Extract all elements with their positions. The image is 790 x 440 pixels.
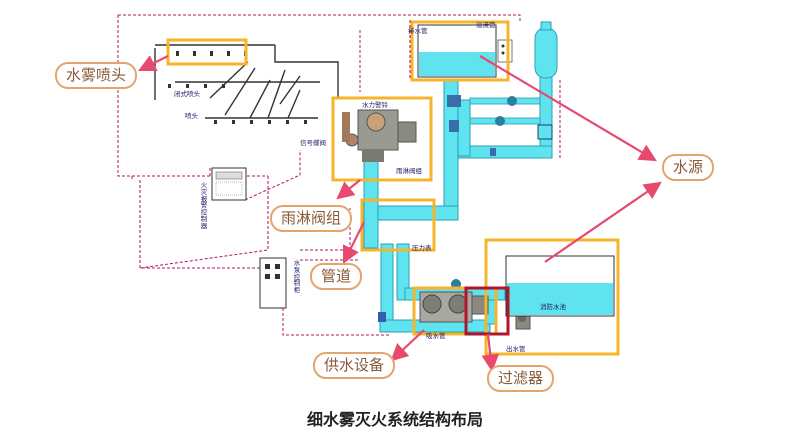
top-manifold [447, 95, 553, 156]
callout-supply-equipment: 供水设备 [313, 352, 396, 379]
label-water-outlet: 出水管 [506, 345, 526, 353]
callout-pipeline: 管道 [310, 263, 363, 290]
highlight-frames [166, 20, 620, 356]
nozzle-frame [166, 38, 248, 66]
label-open-sprinkler: 喷头 [185, 112, 198, 120]
top-tank [417, 24, 513, 78]
callout-deluge-valve-group: 雨淋阀组 [270, 205, 353, 232]
deluge-valve-frame [331, 96, 433, 182]
pressure-vessel [534, 21, 558, 79]
control-panels [211, 167, 287, 309]
label-fire-panel: 火灾报警控制器 [200, 181, 208, 230]
pool-frame [484, 238, 620, 356]
fire-water-pool [505, 255, 615, 317]
label-fire-water-tank: 消防水池 [540, 303, 566, 311]
label-pump-intake: 吸水管 [426, 332, 446, 340]
water-source-frame [410, 20, 510, 82]
supply-equipment-frame [412, 286, 498, 336]
label-hydraulic-alarm: 水力警铃 [362, 101, 388, 109]
label-pump-panel: 水泵控制柜 [293, 259, 301, 295]
label-overflow-pipe: 溢流管 [476, 21, 496, 29]
diagram-caption: 细水雾灭火系统结构布局 [306, 410, 483, 429]
label-drain-pipe: 排水管 [408, 27, 428, 35]
filter-frame [464, 286, 510, 336]
label-closed-sprinkler: 闭式喷头 [174, 90, 200, 98]
sprinkler-network [154, 44, 339, 119]
deluge-valve-assembly [342, 109, 417, 162]
label-signal-valve: 信号蝶阀 [300, 139, 326, 147]
callout-filter: 过滤器 [487, 365, 555, 392]
callout-water-source: 水源 [662, 154, 715, 181]
label-deluge-valve: 雨淋阀组 [396, 167, 422, 175]
label-pressure-gauge: 压力表 [412, 244, 432, 252]
callout-nozzle: 水雾喷头 [55, 62, 138, 89]
callout-arrows [138, 55, 662, 373]
sprinkler-heads [168, 51, 307, 124]
